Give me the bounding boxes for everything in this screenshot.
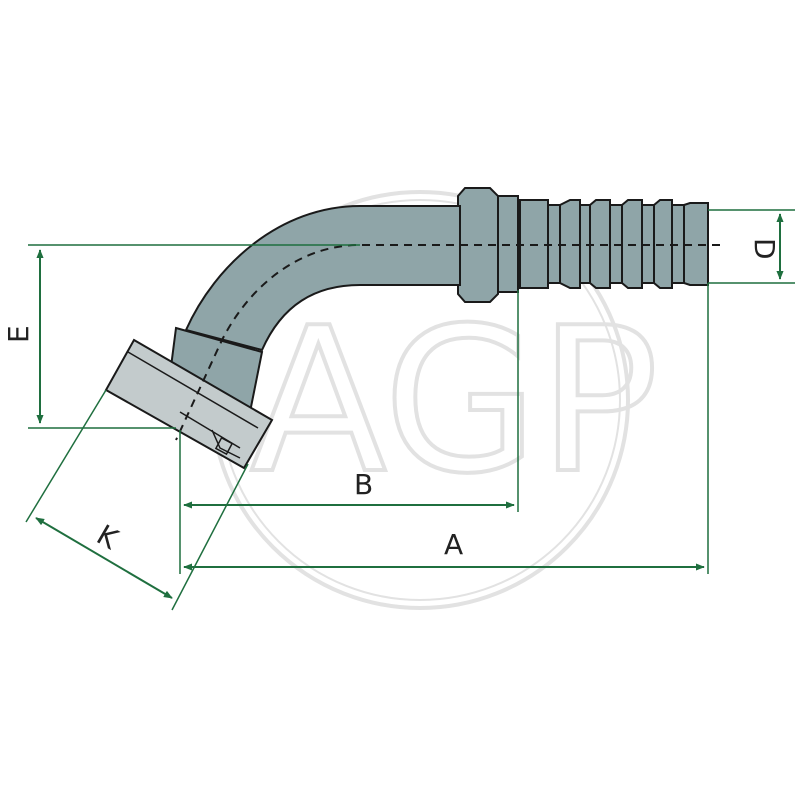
dim-label-A: A <box>444 528 463 561</box>
extension-lines <box>25 209 795 611</box>
dim-label-B: B <box>354 468 373 501</box>
watermark-text: AGP <box>250 285 659 518</box>
swivel-nut <box>104 338 274 470</box>
dim-label-K: K <box>91 518 124 556</box>
watermark: AGP <box>210 190 661 610</box>
centerline <box>175 244 720 441</box>
dim-K-line <box>35 517 173 599</box>
dim-label-E: E <box>2 325 35 343</box>
dimension-lines <box>35 213 784 599</box>
dim-label-D: D <box>748 238 781 260</box>
